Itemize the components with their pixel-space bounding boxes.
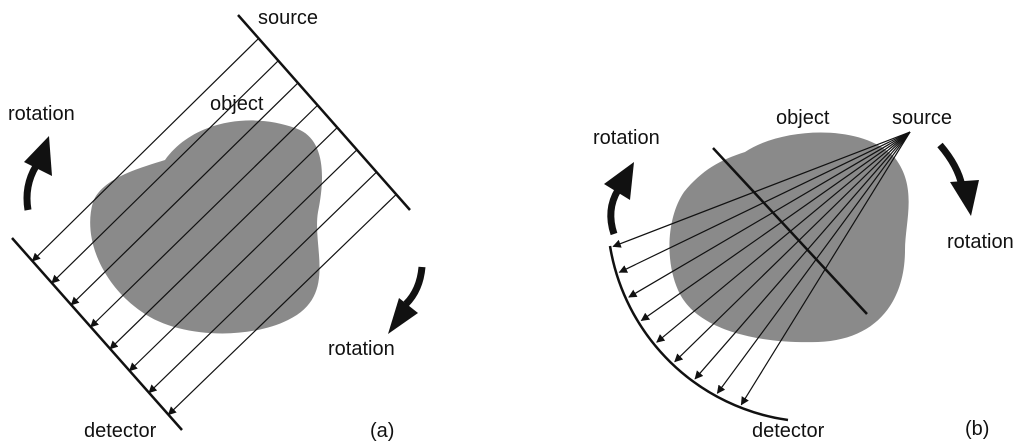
panel-a-parallel-beam: source object rotation rotation detector… <box>8 7 426 441</box>
panel-b-detector-label: detector <box>752 420 825 441</box>
panel-b-ray <box>618 131 911 273</box>
panel-b-ray <box>612 131 911 248</box>
panel-b-rotation-label-right: rotation <box>947 231 1014 253</box>
panel-a-ray <box>70 82 299 306</box>
panel-b-detector-arc <box>608 245 789 422</box>
panel-a-source-line <box>237 14 411 211</box>
panel-a-rotation-arrow-left <box>23 164 40 211</box>
panel-a-ray <box>148 171 378 394</box>
panel-b-rotation-arrowhead-right <box>950 180 979 216</box>
panel-a-detector-line <box>11 237 183 431</box>
panel-b-ray <box>628 131 911 298</box>
panel-a-object <box>90 120 323 334</box>
panel-b-rotation-arrowhead-left <box>604 162 634 200</box>
panel-b-rotation-arrow-left <box>607 188 622 236</box>
panel-b-ray <box>674 131 911 363</box>
panel-b-rotation-arrow-right <box>937 142 966 187</box>
panel-b-ray <box>716 131 911 394</box>
panel-b-caption: (b) <box>965 418 989 440</box>
panel-b-object-label: object <box>776 107 830 129</box>
panel-b-source-label: source <box>892 107 952 129</box>
panel-b-rotation-label-left: rotation <box>593 127 660 149</box>
panel-a-rays <box>31 37 397 416</box>
panel-a-ray <box>51 60 279 284</box>
panel-a-ray <box>128 149 358 372</box>
panel-a-rotation-arrow-right <box>403 266 426 307</box>
panel-b-ray <box>694 131 911 380</box>
panel-a-ray <box>31 37 260 262</box>
panel-a-detector-label: detector <box>84 420 157 441</box>
panel-b-ray <box>656 131 911 343</box>
panel-b-rays <box>612 131 911 406</box>
panel-a-rotation-arrowhead-right <box>388 298 418 334</box>
panel-a-ray <box>90 104 319 328</box>
panel-a-rotation-label-right: rotation <box>328 338 395 360</box>
panel-a-ray <box>167 193 397 416</box>
panel-a-rotation-label-left: rotation <box>8 103 75 125</box>
panel-a-ray <box>109 127 338 350</box>
panel-a-object-label: object <box>210 93 264 115</box>
panel-a-rotation-arrowhead-left <box>24 136 52 176</box>
panel-b-ray <box>740 131 911 406</box>
panel-b-object <box>669 132 909 343</box>
panel-a-source-label: source <box>258 7 318 29</box>
panel-b-fan-beam: source object rotation rotation detector… <box>593 107 1014 441</box>
panel-a-caption: (a) <box>370 420 394 441</box>
panel-b-ray <box>640 131 911 321</box>
